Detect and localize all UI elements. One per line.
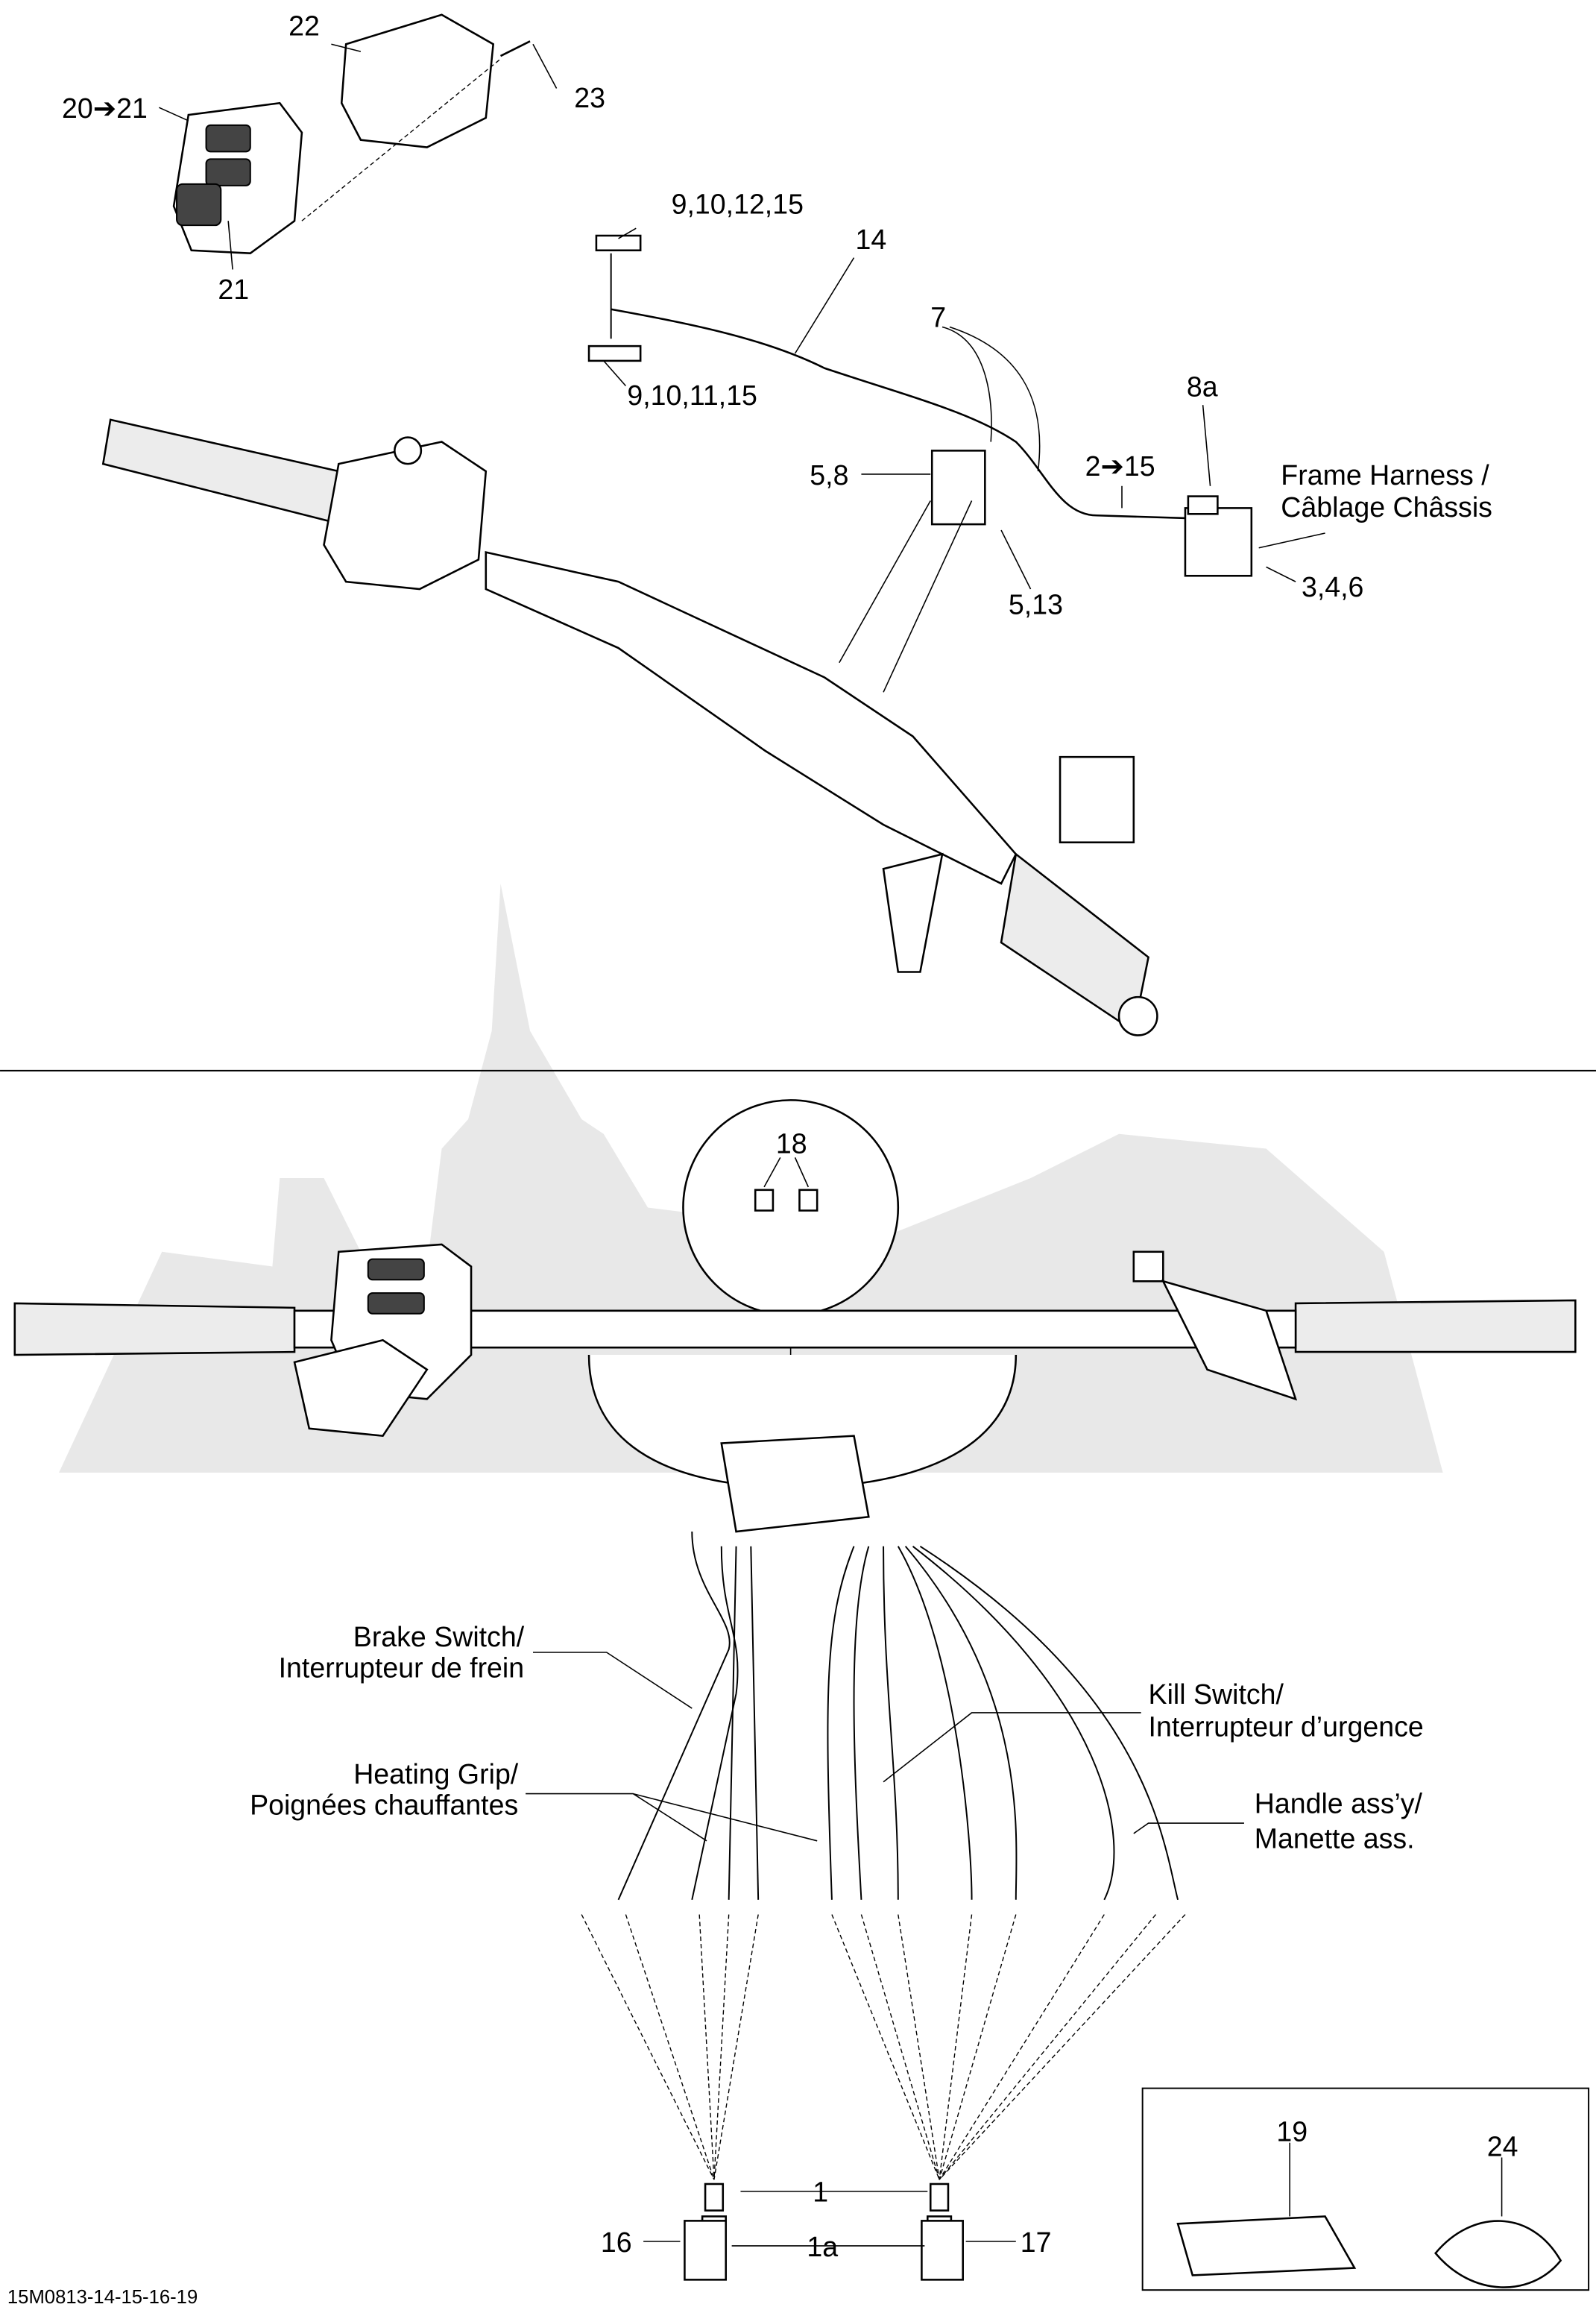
frame-harness-label-fr: Câblage Châssis — [1281, 491, 1492, 523]
callout-3-4-6: 3,4,6 — [1302, 571, 1363, 602]
lower-leader-lines — [526, 1652, 1244, 1842]
callout-7: 7 — [930, 301, 946, 333]
callout-17: 17 — [1021, 2227, 1052, 2258]
callout-9-10-11-15: 9,10,11,15 — [627, 380, 757, 411]
frame-harness-label-en: Frame Harness / — [1281, 459, 1489, 491]
lower-callouts: 18 Brake Switch/ Interrupteur de frein K… — [250, 1127, 1518, 2262]
upper-callouts: 22 20➔21 23 21 9,10,12,15 14 7 9,10,11,1… — [62, 10, 1492, 620]
cable-tie — [1434, 2220, 1562, 2288]
heating-grip-label-fr: Poignées chauffantes — [250, 1789, 518, 1820]
callout-16: 16 — [601, 2227, 632, 2258]
handle-assy-label-en: Handle ass’y/ — [1255, 1787, 1423, 1819]
callout-5-13: 5,13 — [1009, 589, 1063, 620]
kill-switch-label-fr: Interrupteur d’urgence — [1149, 1711, 1424, 1743]
connector-parts — [643, 2183, 1016, 2281]
grease-tube — [1176, 2215, 1357, 2276]
heating-grip-label-en: Heating Grip/ — [353, 1758, 519, 1790]
callout-9-10-12-15: 9,10,12,15 — [672, 188, 804, 219]
callout-5-8: 5,8 — [810, 459, 848, 491]
handlebar-upper — [101, 418, 1158, 1036]
callout-2-15: 2➔15 — [1085, 450, 1155, 482]
callout-23: 23 — [574, 82, 605, 113]
left-switch-housing-exploded — [172, 13, 531, 255]
kill-switch-label-en: Kill Switch/ — [1149, 1678, 1284, 1710]
callout-8a: 8a — [1187, 371, 1218, 402]
upper-leader-lines — [159, 43, 1325, 590]
callout-20-21: 20➔21 — [62, 92, 148, 124]
callout-18: 18 — [776, 1127, 807, 1159]
dashed-pin-lines — [581, 1914, 1186, 2180]
callout-21: 21 — [218, 274, 249, 305]
accessories-inset — [1141, 2087, 1590, 2291]
callout-24: 24 — [1487, 2130, 1518, 2162]
callout-1: 1 — [813, 2177, 828, 2208]
brake-switch-label-en: Brake Switch/ — [353, 1621, 525, 1652]
brake-switch-label-fr: Interrupteur de frein — [279, 1652, 524, 1684]
callout-22: 22 — [288, 10, 320, 41]
callout-14: 14 — [856, 224, 887, 255]
handlebar-lower — [13, 1243, 1577, 1533]
wire-leads — [617, 1532, 1179, 1901]
callout-1a: 1a — [807, 2231, 838, 2262]
harness-upper — [587, 234, 1253, 577]
callout-19: 19 — [1276, 2116, 1308, 2147]
figure-code: 15M0813-14-15-16-19 — [7, 2287, 198, 2308]
handle-assy-label-fr: Manette ass. — [1255, 1823, 1415, 1854]
